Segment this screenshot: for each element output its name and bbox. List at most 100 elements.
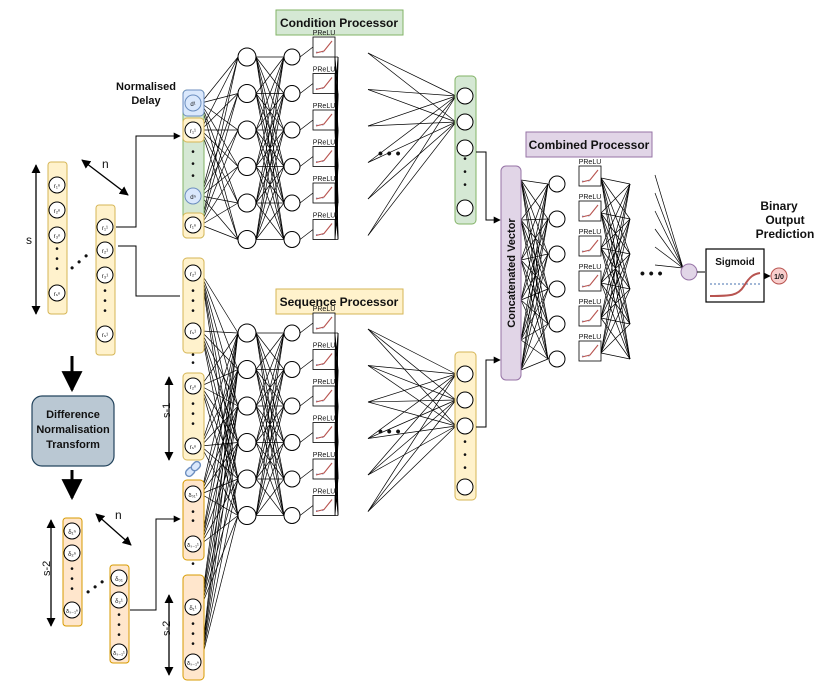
prelu-box	[578, 340, 602, 362]
node-label: rₛⁿ	[190, 444, 196, 451]
prelu-label: PReLU	[313, 176, 336, 183]
svg-text:•: •	[191, 296, 195, 307]
delay-input-column: d¹ r₁¹ • • • dⁿ r₁ⁿ	[182, 89, 205, 239]
node-label: r₃¹	[102, 274, 108, 280]
edge	[200, 129, 239, 240]
ellipsis-dot: •	[463, 437, 467, 448]
svg-text:•: •	[70, 564, 74, 575]
edge	[255, 478, 285, 516]
edge	[520, 179, 549, 360]
edge	[255, 56, 285, 131]
prelu-activation: PReLU	[578, 229, 602, 257]
prelu-curve	[315, 150, 333, 164]
prelu-label: PReLU	[579, 299, 602, 306]
edge	[200, 272, 239, 516]
hidden-node	[237, 193, 257, 213]
edge	[367, 425, 457, 512]
edge	[520, 219, 549, 360]
n-label: n	[102, 157, 109, 171]
edge	[299, 119, 314, 131]
edge	[367, 399, 457, 403]
prelu-curve	[315, 40, 333, 54]
edge	[367, 95, 457, 236]
prelu-curve	[315, 113, 333, 127]
edge	[299, 395, 314, 407]
hidden-node	[283, 434, 301, 451]
svg-text:•: •	[191, 286, 195, 297]
edge	[200, 332, 239, 495]
svg-text:•: •	[84, 249, 88, 263]
prelu-curve	[315, 223, 333, 237]
edge	[200, 330, 239, 334]
edge	[367, 373, 457, 403]
edge	[255, 93, 285, 240]
edge	[367, 365, 457, 401]
edge	[334, 478, 339, 516]
edge	[367, 365, 457, 375]
edge	[367, 95, 457, 127]
svg-text:•: •	[55, 244, 59, 255]
prelu-box	[312, 109, 336, 131]
combined-processor-title: Combined Processor	[525, 131, 653, 158]
hidden-node	[283, 507, 301, 524]
edge	[520, 183, 549, 221]
edge	[200, 478, 239, 608]
edge	[200, 442, 239, 608]
hidden-node	[283, 48, 301, 66]
prelu-curve	[581, 344, 599, 358]
edge	[255, 56, 285, 204]
edge	[200, 224, 239, 240]
edge	[600, 323, 631, 354]
prelu-label: PReLU	[579, 159, 602, 166]
edge	[255, 332, 285, 370]
s-minus-1-label: s-1	[161, 403, 173, 418]
prelu-activation: PReLU	[312, 306, 336, 334]
svg-text:•: •	[191, 559, 195, 570]
edge	[520, 218, 549, 371]
ellipsis-dot: •	[463, 463, 467, 474]
edge	[200, 129, 239, 197]
prelu-box	[578, 235, 602, 257]
edge	[200, 515, 239, 545]
edge	[520, 179, 549, 325]
svg-text:•: •	[191, 639, 195, 650]
prelu-box	[578, 200, 602, 222]
delay-connector	[116, 132, 181, 228]
prelu-activation: PReLU	[312, 67, 336, 94]
node-label: r₂ⁿ	[190, 384, 197, 391]
sequence-ellipsis: • • •	[378, 423, 401, 439]
edge	[200, 405, 239, 447]
hidden-node	[237, 84, 257, 103]
output-node	[456, 113, 474, 131]
hidden-node	[283, 324, 301, 342]
edge	[367, 399, 457, 476]
sigmoid-block: Sigmoid	[705, 248, 765, 303]
svg-text:•: •	[191, 507, 195, 518]
node-label: r₁¹	[190, 129, 196, 135]
edge	[200, 515, 239, 663]
edge	[367, 399, 457, 439]
prelu-curve	[315, 462, 333, 476]
normalised-delay-title-line2: Delay	[131, 95, 161, 107]
edge	[200, 330, 239, 443]
node-label: r₃ⁿ	[54, 233, 61, 240]
edge	[600, 352, 631, 360]
node-label: r₂ⁿ	[54, 208, 61, 215]
delta-matrix: δ₁ⁿ δ₂ⁿ • • • δₛ₋₁ⁿ δ₀₁ δ₂¹ • • • δₛ₋₁¹ …	[41, 508, 132, 664]
svg-text:•: •	[191, 350, 195, 361]
svg-text:•: •	[117, 620, 121, 631]
svg-text:•: •	[93, 580, 97, 594]
svg-text:•: •	[103, 296, 107, 307]
edge	[654, 246, 684, 269]
edge	[520, 288, 549, 371]
n-label-2: n	[115, 508, 122, 522]
prelu-box	[578, 165, 602, 187]
svg-text:•: •	[191, 619, 195, 630]
transform-block: Difference Normalisation Transform	[31, 395, 115, 467]
transform-line2: Normalisation	[36, 424, 110, 436]
prelu-activation: PReLU	[312, 379, 336, 407]
prelu-label: PReLU	[313, 103, 336, 110]
edge	[299, 229, 314, 240]
prelu-activation: PReLU	[312, 452, 336, 480]
edge	[520, 219, 549, 255]
